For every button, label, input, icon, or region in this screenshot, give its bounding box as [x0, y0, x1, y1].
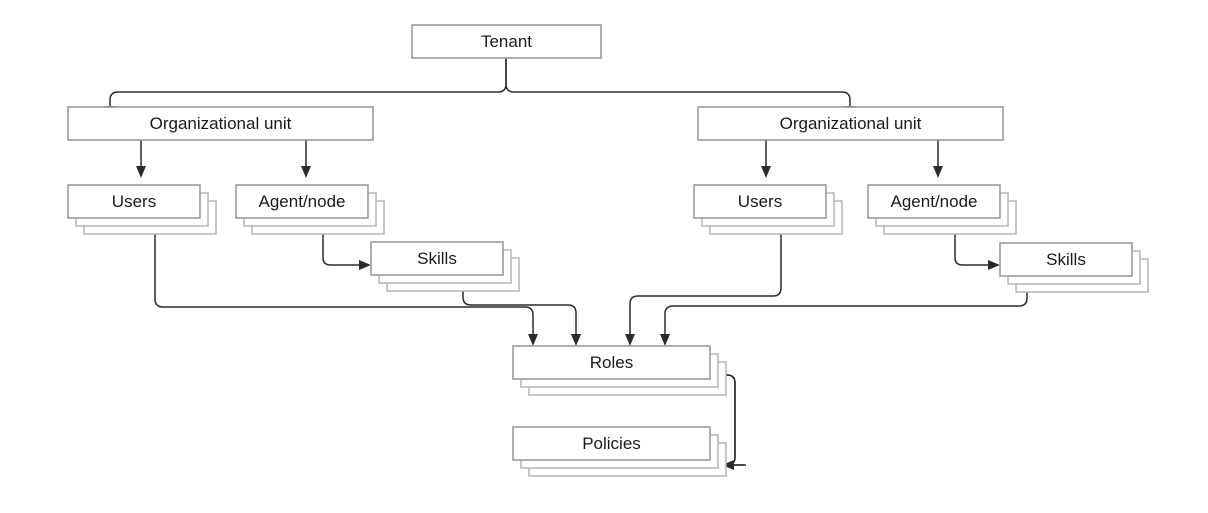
node-organizational-unit-right-label: Organizational unit — [780, 114, 922, 133]
node-policies[interactable]: Policies — [512, 426, 727, 477]
node-skills-right-label: Skills — [1046, 250, 1086, 269]
edge-agent-left-to-skills-left — [322, 233, 371, 270]
node-users-left-label: Users — [112, 192, 156, 211]
node-skills-left-label: Skills — [417, 249, 457, 268]
node-tenant-label: Tenant — [481, 32, 532, 51]
node-agent-node-right[interactable]: Agent/node — [867, 184, 1017, 235]
node-roles-label: Roles — [590, 353, 633, 372]
node-organizational-unit-right[interactable]: Organizational unit — [697, 106, 1004, 141]
edge-users-right-to-roles — [625, 233, 782, 346]
edge-skills-right-to-roles — [660, 291, 1028, 346]
node-agent-node-left[interactable]: Agent/node — [235, 184, 385, 235]
node-users-right-label: Users — [738, 192, 782, 211]
node-agent-node-left-label: Agent/node — [259, 192, 346, 211]
node-skills-left[interactable]: Skills — [370, 241, 520, 292]
edge-users-left-to-roles — [154, 233, 538, 346]
edge-skills-left-to-roles — [462, 290, 581, 346]
node-agent-node-right-label: Agent/node — [891, 192, 978, 211]
edge-agent-right-to-skills-right — [954, 233, 1000, 270]
node-organizational-unit-left[interactable]: Organizational unit — [67, 106, 374, 141]
node-roles[interactable]: Roles — [512, 345, 727, 396]
node-skills-right[interactable]: Skills — [999, 242, 1149, 293]
node-users-left[interactable]: Users — [67, 184, 217, 235]
node-policies-label: Policies — [582, 434, 641, 453]
edge-ou-left-to-children — [136, 140, 311, 178]
node-organizational-unit-left-label: Organizational unit — [150, 114, 292, 133]
node-users-right[interactable]: Users — [693, 184, 843, 235]
edge-roles-to-policies — [714, 374, 746, 470]
node-tenant[interactable]: Tenant — [411, 24, 602, 59]
edge-ou-right-to-children — [761, 140, 943, 178]
